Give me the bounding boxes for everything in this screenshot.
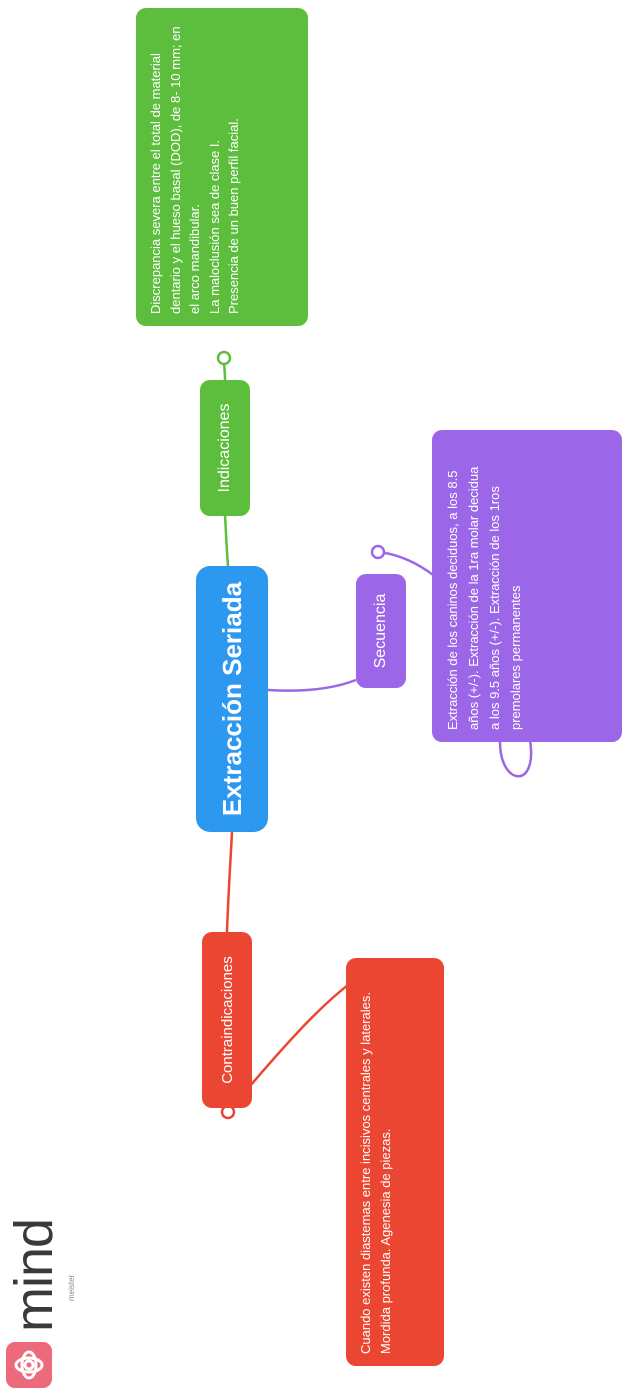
branch-indicaciones-label: Indicaciones (216, 403, 233, 493)
mindmeister-logo-icon (6, 1342, 52, 1388)
detail-contraindicaciones[interactable]: Cuando existen diastemas entre incisivos… (346, 958, 444, 1366)
branch-secuencia[interactable]: Secuencia (356, 574, 406, 688)
central-topic-label: Extracción Seriada (216, 581, 247, 817)
detail-indicaciones-text: Discrepancia severa entre el total de ma… (148, 26, 241, 314)
mindmeister-knot-icon (14, 1350, 44, 1380)
branch-contraindicaciones-label: Contraindicaciones (218, 956, 236, 1084)
detail-contraindicaciones-text: Cuando existen diastemas entre incisivos… (358, 991, 393, 1354)
logo-wordmark: mind (4, 1218, 64, 1332)
connector-node-indicaciones (216, 350, 232, 366)
connector-central-secuencia (267, 678, 357, 692)
branch-indicaciones[interactable]: Indicaciones (200, 380, 250, 516)
detail-secuencia[interactable]: Extracción de los caninos deciduos, a lo… (432, 430, 622, 742)
connector-central-contraindicaciones (225, 831, 234, 933)
connector-central-indicaciones (223, 515, 230, 567)
detail-secuencia-text: Extracción de los caninos deciduos, a lo… (445, 466, 523, 730)
branch-secuencia-label: Secuencia (372, 593, 389, 669)
connector-node-secuencia (370, 544, 386, 560)
central-topic[interactable]: Extracción Seriada (196, 566, 268, 832)
branch-contraindicaciones[interactable]: Contraindicaciones (202, 932, 252, 1108)
logo-subtitle: meister (67, 1274, 76, 1301)
detail-indicaciones[interactable]: Discrepancia severa entre el total de ma… (136, 8, 308, 326)
